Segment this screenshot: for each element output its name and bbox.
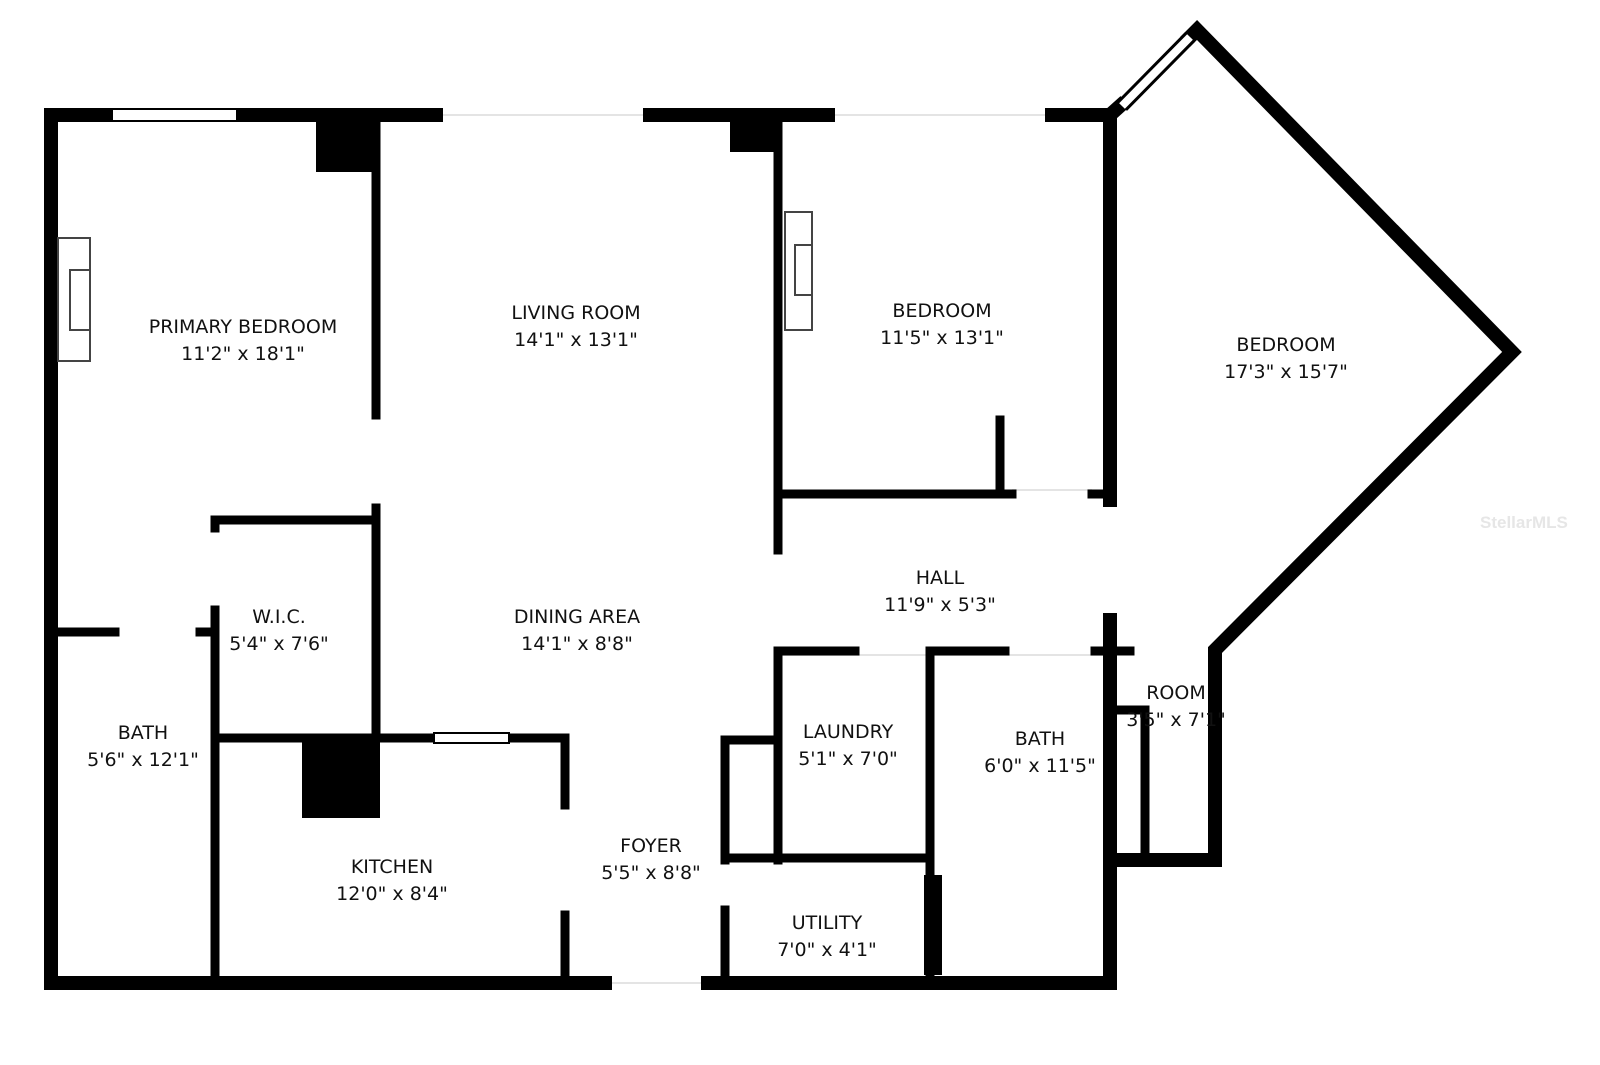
room-name: LAUNDRY xyxy=(803,721,894,743)
room-name: FOYER xyxy=(620,835,682,857)
room-dims: 12'0" x 8'4" xyxy=(336,883,448,905)
room-dims: 5'1" x 7'0" xyxy=(798,748,898,770)
room-name: BATH xyxy=(118,722,168,744)
room-name: HALL xyxy=(916,567,965,589)
room-name: LIVING ROOM xyxy=(511,302,640,324)
room-name: BEDROOM xyxy=(1236,334,1335,356)
room-name: PRIMARY BEDROOM xyxy=(149,316,337,338)
room-name: DINING AREA xyxy=(514,606,640,628)
windows xyxy=(111,32,1195,744)
columns xyxy=(302,122,942,975)
room-labels: PRIMARY BEDROOM 11'2" x 18'1" LIVING ROO… xyxy=(87,300,1348,961)
room-dims: 11'9" x 5'3" xyxy=(884,594,996,616)
room-dims: 11'5" x 13'1" xyxy=(880,327,1004,349)
room-dims: 7'0" x 4'1" xyxy=(777,939,877,961)
fireplaces xyxy=(57,211,813,362)
watermark: StellarMLS xyxy=(1480,513,1568,532)
room-name: BATH xyxy=(1015,728,1065,750)
room-dims: 11'2" x 18'1" xyxy=(181,343,305,365)
room-name: KITCHEN xyxy=(351,856,433,878)
room-name: UTILITY xyxy=(792,912,863,934)
room-dims: 5'4" x 7'6" xyxy=(229,633,329,655)
exterior-walls xyxy=(44,20,1522,990)
room-dims: 14'1" x 13'1" xyxy=(514,329,638,351)
room-name: ROOM xyxy=(1146,682,1206,704)
room-dims: 5'5" x 8'8" xyxy=(601,862,701,884)
room-dims: 5'6" x 12'1" xyxy=(87,749,199,771)
room-name: BEDROOM xyxy=(892,300,991,322)
room-dims: 6'0" x 11'5" xyxy=(984,755,1096,777)
room-dims: 17'3" x 15'7" xyxy=(1224,361,1348,383)
room-dims: 14'1" x 8'8" xyxy=(521,633,633,655)
openings xyxy=(436,114,1110,984)
room-name: W.I.C. xyxy=(252,606,306,628)
room-dims: 3'5" x 7'1" xyxy=(1126,709,1226,731)
interior-walls xyxy=(53,117,1150,980)
